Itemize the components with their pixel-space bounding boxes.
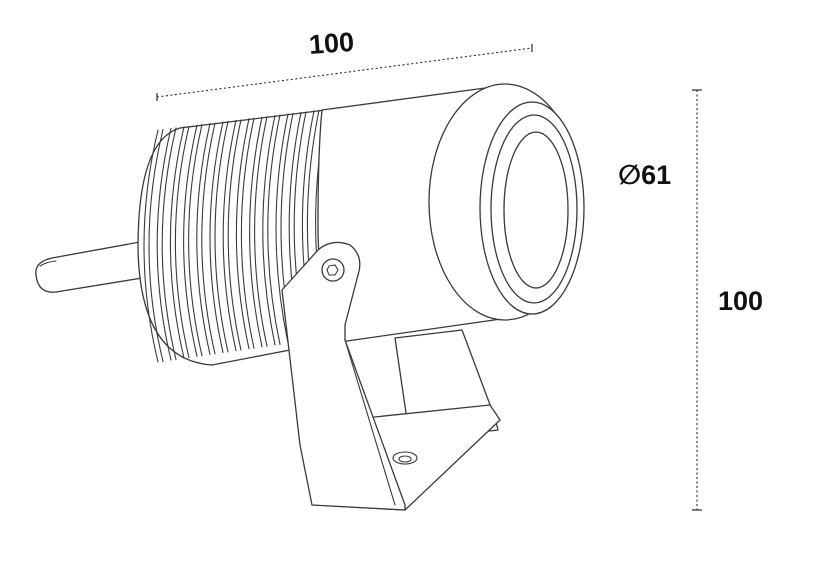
height-dimension-label: 100	[718, 286, 764, 316]
heat-sink-fin-edge	[174, 125, 190, 359]
heat-sink-fin-edge	[188, 124, 203, 357]
mount-hole	[392, 451, 418, 465]
heat-sink-fin-edge	[148, 128, 164, 363]
heat-sink-fin	[183, 124, 198, 357]
dimension-height-line	[692, 89, 702, 511]
width-dimension-label: 100	[308, 26, 356, 60]
heat-sink-fin	[222, 119, 237, 352]
lens-glass	[503, 131, 569, 289]
power-cable	[35, 241, 143, 293]
hex-socket-icon	[326, 264, 339, 276]
pivot-screw-head	[321, 258, 345, 282]
heat-sink-body	[137, 107, 343, 366]
heat-sink-fin	[143, 129, 159, 363]
heat-sink-fin-edge	[201, 122, 216, 355]
heat-sink-fin-edge	[227, 119, 242, 351]
heat-sink-fin	[196, 123, 211, 355]
heat-sink-fin	[249, 116, 263, 348]
heat-sink-fin-edge	[267, 114, 281, 345]
diameter-dimension-label: ∅61	[618, 160, 672, 190]
heat-sink-fin-edge	[161, 127, 177, 361]
heat-sink-fin-edge	[254, 116, 268, 347]
heat-sink-fin	[169, 126, 185, 359]
heat-sink-fin-edge	[240, 117, 255, 349]
heat-sink-fin	[209, 121, 224, 354]
heat-sink-fin	[262, 115, 276, 346]
heat-sink-fin	[235, 118, 250, 350]
mounting-bracket	[281, 241, 501, 511]
heat-sink-fin	[156, 127, 172, 361]
dimension-width-line	[156, 44, 533, 101]
heat-sink-fin-edge	[214, 120, 229, 353]
lens-assembly	[428, 83, 585, 321]
heat-sink-fin	[275, 113, 289, 344]
